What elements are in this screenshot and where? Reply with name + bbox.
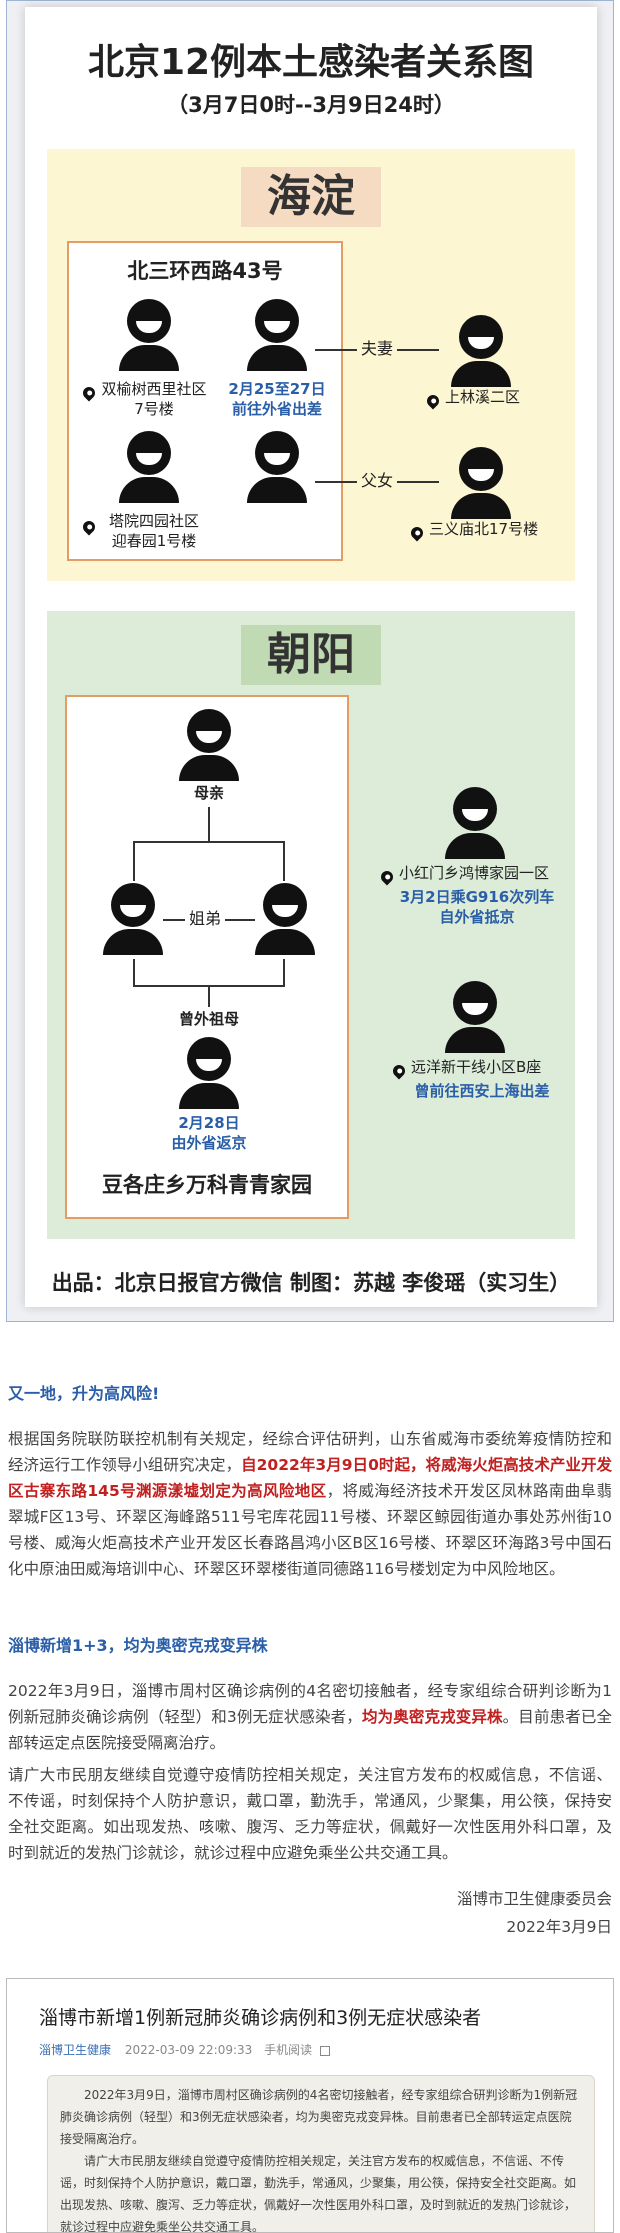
notice-title: 淄博市新增1例新冠肺炎确诊病例和3例无症状感染者 bbox=[39, 2007, 482, 2029]
person-icon bbox=[255, 883, 315, 955]
infographic-card: 北京12例本土感染者关系图 （3月7日0时--3月9日24时） 海淀 北三环西路… bbox=[25, 7, 597, 1307]
tree-line bbox=[133, 841, 135, 881]
qr-code-icon bbox=[319, 2045, 330, 2056]
relation-siblings: 姐弟 bbox=[185, 909, 226, 929]
person-location: 三义庙北17号楼 bbox=[429, 520, 539, 538]
location-pin-icon bbox=[80, 384, 98, 402]
person-icon bbox=[179, 1037, 239, 1109]
infographic-title: 北京12例本土感染者关系图 bbox=[87, 42, 535, 83]
chaoyang-label: 朝阳 bbox=[241, 625, 381, 685]
location-pin-icon bbox=[390, 1062, 408, 1080]
tree-line bbox=[283, 959, 285, 985]
person-icon bbox=[451, 315, 511, 387]
mother-label: 母亲 bbox=[193, 784, 224, 802]
section-heading-zibo: 淄博新增1+3，均为奥密克戎变异株 bbox=[8, 1636, 268, 1655]
location-pin-icon bbox=[408, 524, 426, 542]
person-icon bbox=[451, 447, 511, 519]
infographic-subtitle: （3月7日0时--3月9日24时） bbox=[167, 93, 455, 117]
person-note: 2月25至27日前往外省出差 bbox=[228, 380, 326, 418]
person-icon bbox=[445, 787, 505, 859]
paragraph-weihai: 根据国务院联防联控机制有关规定，经综合评估研判，山东省威海市委统筹疫情防控和经济… bbox=[8, 1430, 612, 1578]
notice-meta: 淄博卫生健康 2022-03-09 22:09:33 手机阅读 bbox=[39, 2041, 330, 2058]
infographic-credit: 出品：北京日报官方微信 制图：苏越 李俊瑶（实习生） bbox=[51, 1271, 571, 1295]
person-note: 曾前往西安上海出差 bbox=[414, 1082, 550, 1100]
embedded-notice-screenshot: 淄博市新增1例新冠肺炎确诊病例和3例无症状感染者 淄博卫生健康 2022-03-… bbox=[6, 1978, 614, 2233]
section-heading-weihai: 又一地，升为高风险! bbox=[8, 1384, 160, 1403]
person-icon bbox=[119, 299, 179, 371]
tree-line bbox=[133, 841, 285, 843]
person-icon bbox=[179, 709, 239, 781]
notice-source: 淄博卫生健康 bbox=[39, 2043, 112, 2057]
notice-paragraph: 2022年3月9日，淄博市周村区确诊病例的4名密切接触者，经专家组综合研判诊断为… bbox=[60, 2088, 578, 2146]
page: 北京12例本土感染者关系图 （3月7日0时--3月9日24时） 海淀 北三环西路… bbox=[0, 0, 620, 1322]
paragraph-zibo: 2022年3月9日，淄博市周村区确诊病例的4名密切接触者，经专家组综合研判诊断为… bbox=[8, 1682, 612, 1752]
signature-date: 2022年3月9日 bbox=[506, 1918, 612, 1936]
signature-org: 淄博市卫生健康委员会 bbox=[456, 1890, 612, 1908]
person-location: 小红门乡鸿博家园一区 bbox=[399, 864, 550, 882]
location-pin-icon bbox=[424, 392, 442, 410]
infographic-frame: 北京12例本土感染者关系图 （3月7日0时--3月9日24时） 海淀 北三环西路… bbox=[6, 0, 614, 1322]
relation-father-daughter: 父女 bbox=[357, 471, 398, 491]
chaoyang-address-box: 母亲 姐弟 曾外祖母 bbox=[65, 695, 349, 1219]
haidian-label: 海淀 bbox=[241, 167, 381, 227]
person-note: 2月28日由外省返京 bbox=[171, 1114, 247, 1152]
tree-line bbox=[133, 959, 135, 985]
person-location: 远洋新干线小区B座 bbox=[411, 1058, 542, 1076]
person-location: 塔院四园社区迎春园1号楼 bbox=[108, 512, 199, 550]
person-icon bbox=[247, 431, 307, 503]
tree-line bbox=[208, 985, 210, 1007]
paragraph-advice: 请广大市民朋友继续自觉遵守疫情防控相关规定，关注官方发布的权威信息，不信谣、不传… bbox=[8, 1766, 612, 1862]
location-pin-icon bbox=[378, 868, 396, 886]
person-icon bbox=[119, 431, 179, 503]
person-icon bbox=[247, 299, 307, 371]
notice-read-link[interactable]: 手机阅读 bbox=[264, 2043, 313, 2057]
person-icon bbox=[445, 981, 505, 1053]
tree-line bbox=[208, 807, 210, 841]
notice-time: 2022-03-09 22:09:33 bbox=[124, 2043, 253, 2057]
notice-body: 2022年3月9日，淄博市周村区确诊病例的4名密切接触者，经专家组综合研判诊断为… bbox=[47, 2075, 595, 2233]
location-pin-icon bbox=[80, 518, 98, 536]
person-icon bbox=[103, 883, 163, 955]
relation-couple: 夫妻 bbox=[357, 339, 398, 359]
chaoyang-zone: 朝阳 母亲 姐弟 bbox=[47, 611, 575, 1239]
tree-line bbox=[283, 841, 285, 881]
person-note: 3月2日乘G916次列车自外省抵京 bbox=[399, 888, 555, 926]
chaoyang-box-title: 豆各庄乡万科青青家园 bbox=[102, 1173, 312, 1197]
haidian-box-title: 北三环西路43号 bbox=[127, 259, 283, 283]
person-location: 上林溪二区 bbox=[445, 388, 521, 406]
notice-paragraph: 请广大市民朋友继续自觉遵守疫情防控相关规定，关注官方发布的权威信息，不信谣、不传… bbox=[60, 2154, 577, 2233]
great-grandmother-label: 曾外祖母 bbox=[178, 1010, 239, 1028]
